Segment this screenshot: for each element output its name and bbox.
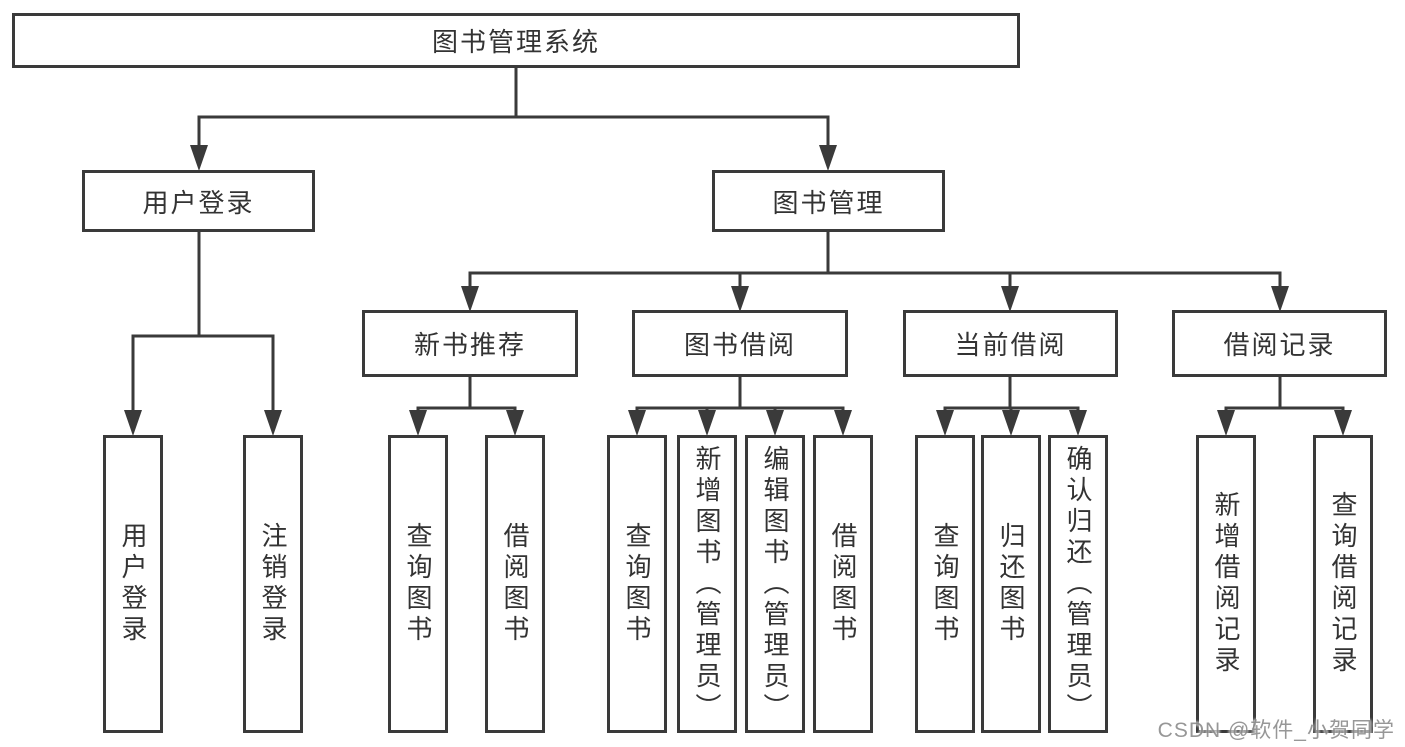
leaf-user-login: 用户登录 — [103, 435, 163, 733]
connector-root-branch — [197, 115, 830, 150]
leaf-label: 查询图书 — [403, 522, 433, 646]
leaf-query-books-borrowing: 查询图书 — [607, 435, 667, 733]
leaf-logout: 注销登录 — [243, 435, 303, 733]
leaf-label: 用户登录 — [118, 522, 148, 646]
arrowhead — [506, 410, 524, 436]
node-library-management-system: 图书管理系统 — [12, 13, 1020, 68]
csdn-watermark: CSDN @软件_小贺同学 — [1157, 719, 1395, 742]
arrowhead — [1271, 286, 1289, 312]
arrowhead — [1002, 410, 1020, 436]
connector-borrow-branch — [635, 406, 845, 413]
node-new-book-recommend: 新书推荐 — [362, 310, 578, 377]
leaf-return-books: 归还图书 — [981, 435, 1041, 733]
leaf-query-borrow-record: 查询借阅记录 — [1313, 435, 1373, 733]
connector-login-branch — [131, 334, 275, 413]
arrowhead — [1334, 410, 1352, 436]
arrowhead — [461, 286, 479, 312]
leaf-label: 确认归还（管理员） — [1063, 444, 1093, 724]
arrowhead — [124, 410, 142, 436]
leaf-add-borrow-record: 新增借阅记录 — [1196, 435, 1256, 733]
leaf-label: 归还图书 — [996, 522, 1026, 646]
leaf-label: 新增图书（管理员） — [692, 444, 722, 724]
node-book-management: 图书管理 — [712, 170, 945, 232]
arrowhead — [698, 410, 716, 436]
leaf-label: 编辑图书（管理员） — [760, 444, 790, 724]
connector-mgmt-branch — [468, 271, 1282, 290]
node-user-login: 用户登录 — [82, 170, 315, 232]
connector-rec-branch — [416, 406, 517, 413]
node-current-borrowing: 当前借阅 — [903, 310, 1118, 377]
leaf-edit-books-admin: 编辑图书（管理员） — [745, 435, 805, 733]
leaf-query-books-current: 查询图书 — [915, 435, 975, 733]
leaf-add-books-admin: 新增图书（管理员） — [677, 435, 737, 733]
arrowhead — [731, 286, 749, 312]
leaf-borrow-books-borrowing: 借阅图书 — [813, 435, 873, 733]
leaf-borrow-books-recommend: 借阅图书 — [485, 435, 545, 733]
leaf-confirm-return-admin: 确认归还（管理员） — [1048, 435, 1108, 733]
connector-hist-branch — [1224, 406, 1345, 413]
arrowhead — [409, 410, 427, 436]
leaf-label: 注销登录 — [258, 522, 288, 646]
node-book-borrowing: 图书借阅 — [632, 310, 848, 377]
leaf-label: 新增借阅记录 — [1211, 491, 1241, 677]
leaf-label: 借阅图书 — [828, 522, 858, 646]
arrowhead — [1069, 410, 1087, 436]
arrowhead — [1001, 286, 1019, 312]
arrowhead — [819, 145, 837, 171]
arrowhead — [936, 410, 954, 436]
arrowhead — [264, 410, 282, 436]
arrowhead — [766, 410, 784, 436]
leaf-label: 查询图书 — [930, 522, 960, 646]
leaf-query-books-recommend: 查询图书 — [388, 435, 448, 733]
arrowhead — [190, 145, 208, 171]
leaf-label: 查询借阅记录 — [1328, 491, 1358, 677]
leaf-label: 查询图书 — [622, 522, 652, 646]
arrowhead — [1217, 410, 1235, 436]
arrowhead — [628, 410, 646, 436]
arrowhead — [834, 410, 852, 436]
leaf-label: 借阅图书 — [500, 522, 530, 646]
node-borrowing-records: 借阅记录 — [1172, 310, 1387, 377]
